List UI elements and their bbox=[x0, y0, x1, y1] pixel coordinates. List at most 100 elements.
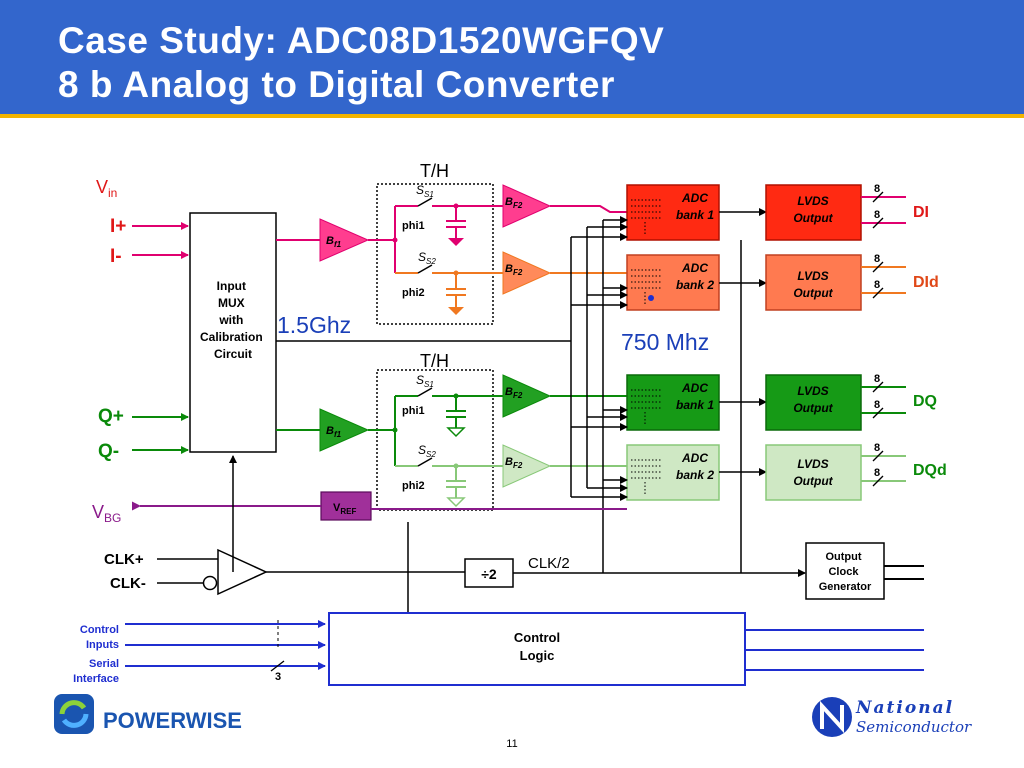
lvds2-line2: Output bbox=[793, 286, 833, 300]
bus-slash-did-a bbox=[872, 261, 884, 273]
bus-slash-dqd-b bbox=[872, 475, 884, 487]
lvds-output-dqd bbox=[765, 444, 862, 501]
q-minus-label: Q- bbox=[98, 441, 119, 462]
serial-interface-line2: Interface bbox=[73, 673, 119, 685]
serial-bus-width: 3 bbox=[275, 671, 281, 683]
adc1-q-line1: ADC bbox=[681, 381, 708, 395]
bus-width-dqd-a: 8 bbox=[874, 442, 880, 454]
national-semiconductor-logo: National Semiconductor bbox=[812, 697, 972, 737]
bf1-label-i: Bf1 bbox=[326, 235, 342, 249]
bf2-label-q: BF2 bbox=[505, 386, 523, 400]
bus-width-dqd-b: 8 bbox=[874, 467, 880, 479]
adc1-q-line2: bank 1 bbox=[676, 398, 714, 412]
freq-label-750mhz: 750 Mhz bbox=[621, 329, 709, 355]
cap1-lower-node bbox=[453, 393, 459, 399]
cap2-upper-node bbox=[453, 270, 459, 276]
lvds3-line2: Output bbox=[793, 401, 833, 415]
input-mux-label: Input MUX with Calibration Circuit bbox=[200, 279, 266, 361]
national-wordmark-line2: Semiconductor bbox=[856, 718, 972, 736]
clock-input-buffer bbox=[217, 548, 268, 596]
bf1-label-q: Bf1 bbox=[326, 425, 342, 439]
bus-slash-dq-a bbox=[872, 381, 884, 393]
s2-lower-switch bbox=[417, 457, 433, 467]
bus-width-dq-a: 8 bbox=[874, 373, 880, 385]
cap1-upper-ground bbox=[448, 238, 464, 246]
clk-half-label: CLK/2 bbox=[528, 555, 570, 572]
bus-width-di-a: 8 bbox=[874, 183, 880, 195]
lvds1-line1: LVDS bbox=[797, 194, 828, 208]
clk-minus-label: CLK- bbox=[110, 575, 146, 592]
th-label-upper: T/H bbox=[420, 161, 449, 181]
powerwise-icon bbox=[54, 694, 94, 734]
bus-width-dq-b: 8 bbox=[874, 399, 880, 411]
cap1-upper-node bbox=[453, 203, 459, 209]
s2-upper-label: SS2 bbox=[418, 250, 436, 266]
clk-plus-label: CLK+ bbox=[104, 551, 144, 568]
header-rule bbox=[0, 114, 1024, 118]
bus-slash-di-a bbox=[872, 191, 884, 203]
bus-slash-dq-b bbox=[872, 407, 884, 419]
wire-bf2-adc-i bbox=[550, 205, 627, 213]
control-inputs-line2: Inputs bbox=[86, 639, 119, 651]
bus-width-did-a: 8 bbox=[874, 253, 880, 265]
divide-by-2-block bbox=[464, 558, 514, 588]
cap2-upper-ground bbox=[448, 307, 464, 315]
bus-width-di-b: 8 bbox=[874, 209, 880, 221]
cap2-lower-ground bbox=[446, 497, 466, 508]
s1-lower-label: SS1 bbox=[416, 373, 434, 389]
adc1-q-dots bbox=[631, 389, 661, 426]
lvds-output-di bbox=[765, 184, 862, 241]
powerwise-logo: POWERWISE bbox=[54, 694, 242, 734]
phi1-upper-label: phi1 bbox=[402, 220, 425, 232]
output-clock-generator bbox=[805, 542, 885, 600]
phi1-lower-label: phi1 bbox=[402, 405, 425, 417]
output-di-label: DI bbox=[913, 204, 929, 221]
slide-header bbox=[0, 0, 1024, 114]
s1-lower-switch bbox=[417, 387, 433, 397]
bf2-buffer-i bbox=[502, 184, 552, 228]
bf2-label-id: BF2 bbox=[505, 263, 523, 277]
page-number: 11 bbox=[506, 738, 517, 750]
bf2-label-qd: BF2 bbox=[505, 456, 523, 470]
slide-title-line2: 8 b Analog to Digital Converter bbox=[58, 64, 615, 105]
q-plus-label: Q+ bbox=[98, 406, 124, 427]
phi2-upper-label: phi2 bbox=[402, 287, 425, 299]
phi2-lower-label: phi2 bbox=[402, 480, 425, 492]
serial-bus-slash bbox=[270, 660, 285, 672]
vref-label: VREF bbox=[333, 502, 356, 516]
adc1-i-line1: ADC bbox=[681, 191, 708, 205]
ocg-label: Output Clock Generator bbox=[819, 551, 872, 593]
freq-label-1500mhz: 1.5Ghz bbox=[277, 312, 351, 338]
bus-slash-di-b bbox=[872, 217, 884, 229]
control-logic-line2: Logic bbox=[520, 648, 555, 663]
adc2-q-line2: bank 2 bbox=[676, 468, 714, 482]
lvds-output-dq bbox=[765, 374, 862, 431]
vref-block bbox=[320, 491, 372, 521]
input-mux-block bbox=[189, 212, 277, 453]
s2-lower-label: SS2 bbox=[418, 443, 436, 459]
th-lower-node bbox=[392, 427, 398, 433]
s1-upper-label: SS1 bbox=[416, 183, 434, 199]
output-did-label: DId bbox=[913, 274, 939, 291]
lvds-output-did bbox=[765, 254, 862, 311]
i-minus-label: I- bbox=[110, 246, 122, 267]
adc2-i-dots bbox=[631, 269, 661, 306]
serial-interface-line1: Serial bbox=[89, 658, 119, 670]
s2-upper-switch bbox=[417, 264, 433, 274]
bf2-buffer-id bbox=[502, 251, 552, 295]
bus-slash-dqd-a bbox=[872, 450, 884, 462]
adc2-i-line2: bank 2 bbox=[676, 278, 714, 292]
bf2-buffer-q bbox=[502, 374, 552, 418]
slide-title-line1: Case Study: ADC08D1520WGFQV bbox=[58, 20, 665, 61]
powerwise-wordmark: POWERWISE bbox=[103, 708, 242, 733]
output-dqd-label: DQd bbox=[913, 462, 947, 479]
s1-upper-switch bbox=[417, 197, 433, 207]
bf1-buffer-i bbox=[319, 218, 370, 262]
vin-label: Vin bbox=[96, 177, 117, 200]
th-label-lower: T/H bbox=[420, 351, 449, 371]
vbg-label: VBG bbox=[92, 502, 121, 525]
adc1-i-line2: bank 1 bbox=[676, 208, 714, 222]
lvds2-line1: LVDS bbox=[797, 269, 828, 283]
track-hold-upper bbox=[376, 183, 494, 325]
